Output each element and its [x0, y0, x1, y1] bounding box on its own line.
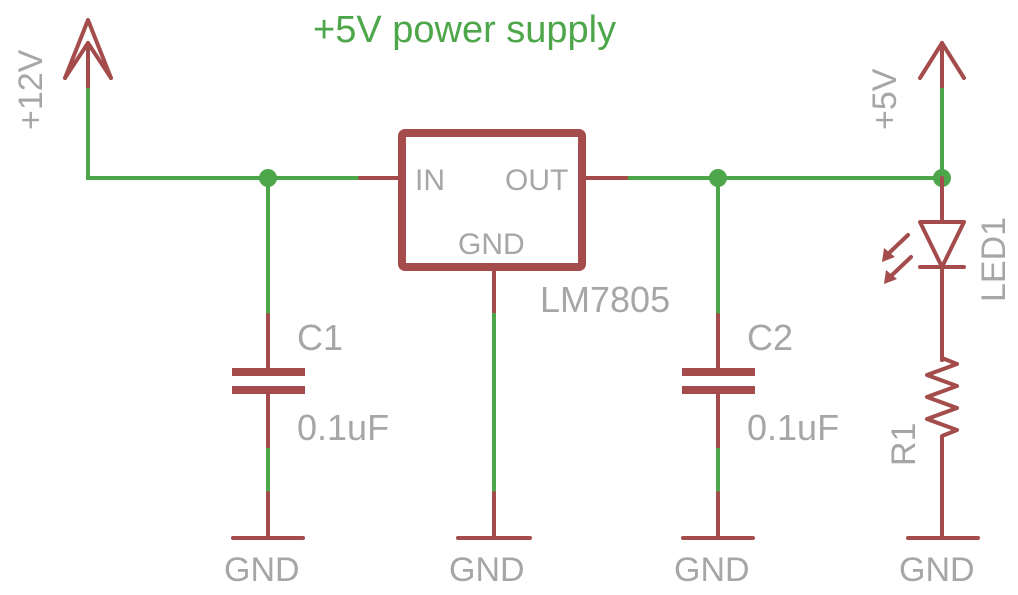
capacitor-c1 [231, 313, 305, 540]
supply-arrow-outer-icon [63, 18, 113, 80]
input-net-wire [86, 88, 360, 180]
ground-label-4: GND [899, 551, 975, 589]
resistor-zigzag-icon [925, 356, 959, 540]
supply-12v-label: +12V [12, 49, 50, 130]
led-emission-arrow-1-icon [886, 233, 910, 256]
resistor-r1 [906, 356, 980, 540]
c2-name-label: C2 [747, 317, 793, 358]
ground-label-2: GND [449, 551, 525, 589]
c1-name-label: C1 [297, 317, 343, 358]
c1-value-label: 0.1uF [297, 407, 389, 448]
r1-name-label: R1 [885, 423, 923, 466]
led-symbol [882, 176, 966, 362]
led-emission-arrowhead-2 [884, 270, 897, 284]
capacitor-c2 [681, 313, 755, 540]
led-name-label: LED1 [975, 217, 1013, 302]
supply-5v-label: +5V [866, 68, 904, 130]
regulator-pin-gnd-label: GND [458, 228, 525, 261]
supply-5v-symbol [918, 41, 966, 90]
c2-value-label: 0.1uF [747, 407, 839, 448]
ground-label-1: GND [224, 551, 300, 589]
led-emission-arrow-2-icon [889, 255, 913, 278]
regulator-pin-in-label: IN [415, 164, 445, 197]
regulator-name-label: LM7805 [540, 279, 670, 320]
supply-12v-symbol [63, 18, 113, 90]
ground-label-3: GND [674, 551, 750, 589]
schematic-title: +5V power supply [313, 9, 616, 51]
led-triangle-icon [918, 220, 966, 269]
led-emission-arrowhead-1 [882, 248, 895, 262]
regulator-pin-out-label: OUT [505, 164, 568, 197]
